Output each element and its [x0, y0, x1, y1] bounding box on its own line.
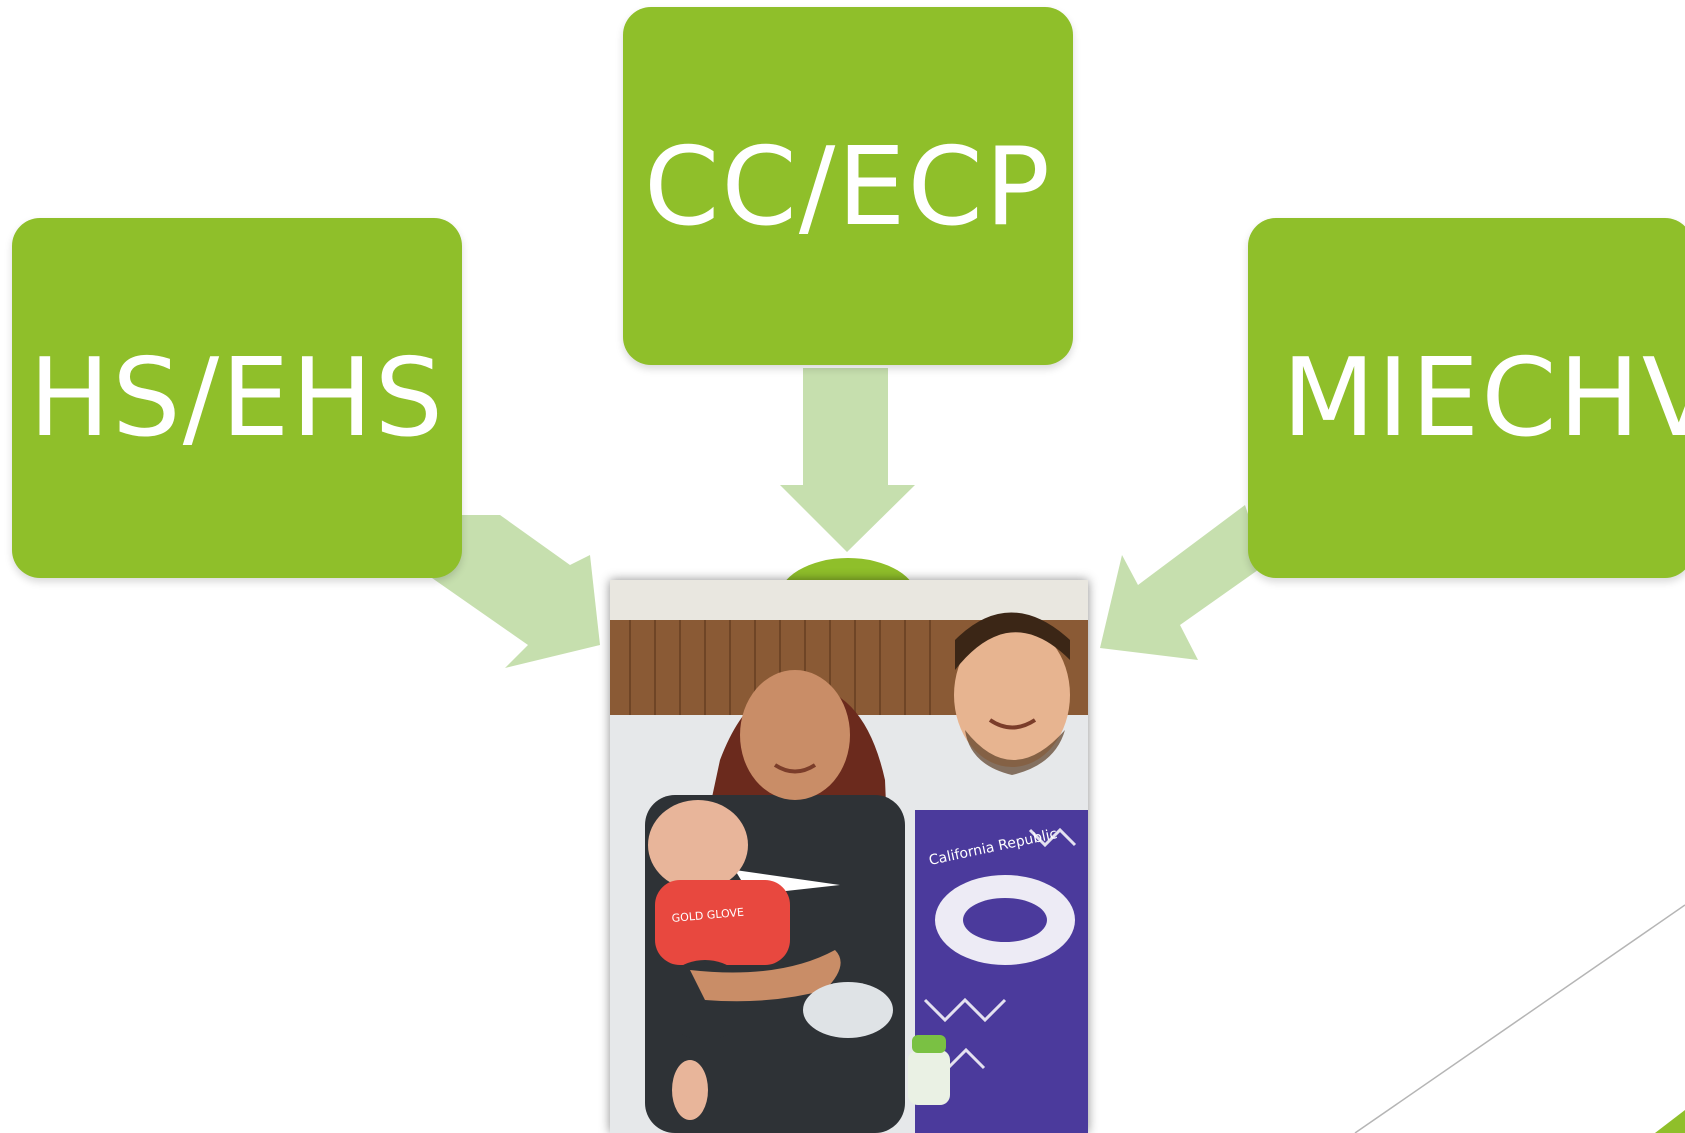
node-label: MIECHV — [1282, 335, 1685, 461]
arrow-down — [780, 368, 915, 552]
node-cc-ecp: CC/ECP — [623, 7, 1073, 365]
node-hs-ehs: HS/EHS — [12, 218, 462, 578]
baby-shirt-text: GOLD GLOVE — [671, 906, 744, 925]
decor-line — [1354, 904, 1685, 1133]
arrow-right-to-center — [1100, 505, 1265, 660]
node-label: CC/ECP — [644, 125, 1052, 250]
family-photo: California Republic GOLD GLOVE — [610, 580, 1088, 1133]
node-label: HS/EHS — [28, 335, 446, 461]
photo-illustration: California Republic GOLD GLOVE — [610, 580, 1088, 1133]
node-miechv: MIECHV — [1248, 218, 1685, 578]
decor-corner — [1655, 1110, 1685, 1133]
arrow-left-to-center — [432, 515, 600, 668]
